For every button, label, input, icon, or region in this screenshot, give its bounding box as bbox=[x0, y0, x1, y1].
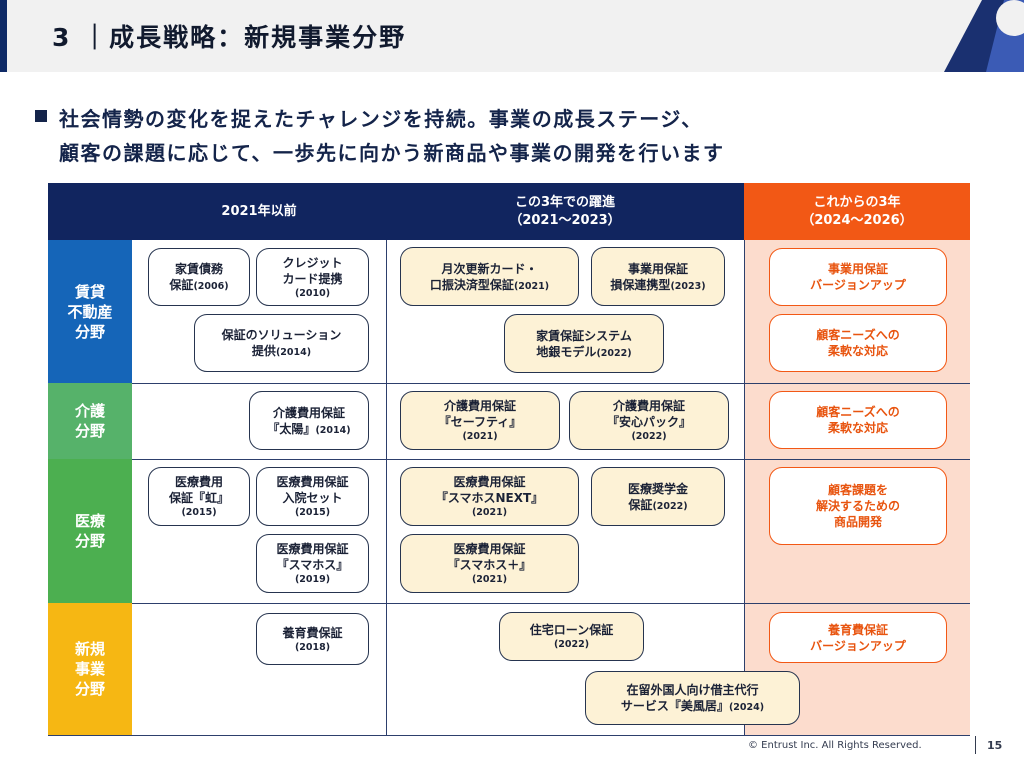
column-header-recent: この3年での躍進 （2021～2023） bbox=[386, 183, 744, 240]
header-corner-cell bbox=[48, 183, 132, 240]
product-text: 医療費用保証 入院セット bbox=[276, 475, 349, 505]
column-header-future: これからの3年 （2024～2026） bbox=[744, 183, 970, 240]
product-box-housing-loan: 住宅ローン保証 (2022) bbox=[499, 612, 644, 661]
product-year: (2022) bbox=[596, 347, 632, 359]
column-divider bbox=[744, 240, 745, 735]
product-text: 住宅ローン保証 bbox=[529, 623, 614, 637]
product-year: (2024) bbox=[728, 702, 765, 713]
footer-copyright: © Entrust Inc. All Rights Reserved. bbox=[748, 740, 922, 751]
column-header-past-label: 2021年以前 bbox=[221, 203, 297, 219]
product-year: (2019) bbox=[294, 574, 331, 585]
future-box-business-upgrade: 事業用保証 バージョンアップ bbox=[769, 248, 947, 306]
product-text: 養育費保証 bbox=[282, 625, 343, 640]
product-year: (2021) bbox=[513, 280, 550, 292]
product-text: 家賃保証システム 地銀モデル bbox=[536, 328, 632, 359]
product-year: (2015) bbox=[294, 507, 331, 518]
product-year: (2022) bbox=[652, 500, 688, 512]
column-header-future-label: これからの3年 （2024～2026） bbox=[801, 194, 913, 228]
product-box-monthly-card: 月次更新カード・ 口振決済型保証(2021) bbox=[400, 247, 579, 306]
product-year: (2021) bbox=[462, 431, 498, 442]
product-year: (2010) bbox=[294, 287, 331, 299]
row-label-rental-text: 賃貸 不動産 分野 bbox=[67, 282, 113, 341]
product-text: 介護費用保証 『セーフティ』 bbox=[438, 399, 522, 429]
bullet-square bbox=[35, 110, 47, 122]
future-box-med-dev: 顧客課題を 解決するための 商品開発 bbox=[769, 467, 947, 545]
row-label-new: 新規 事業 分野 bbox=[48, 603, 132, 735]
product-text: 月次更新カード・ 口振決済型保証 bbox=[429, 261, 538, 292]
header-accent-bar bbox=[0, 0, 7, 72]
product-box-med-next: 医療費用保証 『スマホスNEXT』 (2021) bbox=[400, 467, 579, 526]
footer-separator bbox=[975, 736, 976, 754]
slide-header: 3 ｜成長戦略：新規事業分野 bbox=[0, 0, 1024, 72]
future-text: 顧客ニーズへの 柔軟な対応 bbox=[816, 328, 900, 358]
future-text: 事業用保証 バージョンアップ bbox=[810, 262, 906, 292]
product-box-care-anshin: 介護費用保証 『安心パック』 (2022) bbox=[569, 391, 729, 450]
product-year: (2021) bbox=[471, 574, 508, 585]
product-text: 医療費用保証 『スマホスNEXT』 bbox=[435, 475, 544, 505]
product-box-med-sumahos: 医療費用保証 『スマホス』 (2019) bbox=[256, 534, 369, 593]
product-box-solution: 保証のソリューション 提供(2014) bbox=[194, 314, 369, 372]
future-text: 養育費保証 バージョンアップ bbox=[810, 622, 906, 653]
product-box-rent-system: 家賃保証システム 地銀モデル(2022) bbox=[504, 314, 664, 373]
product-text: 医療奨学金 保証 bbox=[627, 481, 688, 512]
product-box-med-admission: 医療費用保証 入院セット (2015) bbox=[256, 467, 369, 526]
row-divider bbox=[132, 383, 970, 384]
product-box-childcare: 養育費保証 (2018) bbox=[256, 613, 369, 665]
lead-text-line-1: 社会情勢の変化を捉えたチャレンジを持続。事業の成長ステージ、 bbox=[59, 107, 703, 131]
product-year: (2023) bbox=[670, 280, 706, 292]
product-year: (2018) bbox=[294, 641, 331, 653]
column-header-recent-label: この3年での躍進 （2021～2023） bbox=[509, 194, 621, 228]
column-divider bbox=[386, 240, 387, 735]
product-year: (2006) bbox=[193, 281, 229, 292]
row-divider bbox=[132, 459, 970, 460]
product-box-foreign-resident: 在留外国人向け借主代行 サービス『美風居』(2024) bbox=[585, 671, 800, 725]
table-bottom-border bbox=[48, 735, 970, 736]
product-text: 保証のソリューション 提供 bbox=[221, 328, 342, 358]
corner-decoration-graphic bbox=[944, 0, 1024, 72]
slide-title: 3 ｜成長戦略：新規事業分野 bbox=[52, 23, 407, 52]
row-label-medical-text: 医療 分野 bbox=[74, 512, 105, 550]
product-year: (2022) bbox=[631, 431, 667, 442]
row-label-new-text: 新規 事業 分野 bbox=[74, 640, 105, 698]
row-label-rental: 賃貸 不動産 分野 bbox=[48, 240, 132, 383]
product-text: 医療費用保証 『スマホス＋』 bbox=[447, 542, 532, 572]
product-box-care-safety: 介護費用保証 『セーフティ』 (2021) bbox=[400, 391, 560, 450]
lead-text-line-2: 顧客の課題に応じて、一歩先に向かう新商品や事業の開発を行います bbox=[59, 141, 725, 165]
row-label-medical: 医療 分野 bbox=[48, 459, 132, 603]
product-text: 医療費用 保証『虹』 bbox=[168, 475, 229, 505]
product-year: (2014) bbox=[315, 424, 351, 436]
future-text: 顧客ニーズへの 柔軟な対応 bbox=[816, 405, 900, 435]
product-box-med-plus: 医療費用保証 『スマホス＋』 (2021) bbox=[400, 534, 579, 593]
future-box-rental-flex: 顧客ニーズへの 柔軟な対応 bbox=[769, 314, 947, 372]
product-box-credit-card: クレジット カード提携 (2010) bbox=[256, 248, 369, 306]
product-text: 医療費用保証 『スマホス』 bbox=[276, 542, 349, 572]
product-box-med-niji: 医療費用 保証『虹』 (2015) bbox=[148, 467, 250, 526]
future-box-care-flex: 顧客ニーズへの 柔軟な対応 bbox=[769, 391, 947, 449]
column-header-past: 2021年以前 bbox=[132, 183, 386, 240]
row-label-care: 介護 分野 bbox=[48, 383, 132, 459]
product-box-care-taiyo: 介護費用保証 『太陽』(2014) bbox=[249, 391, 369, 450]
product-year: (2021) bbox=[471, 507, 508, 518]
product-text: 家賃債務 保証 bbox=[169, 262, 223, 292]
future-text: 顧客課題を 解決するための 商品開発 bbox=[815, 483, 900, 529]
product-text: 事業用保証 損保連携型 bbox=[610, 261, 688, 292]
product-text: 在留外国人向け借主代行 サービス『美風居』 bbox=[620, 683, 759, 713]
product-box-med-scholarship: 医療奨学金 保証(2022) bbox=[591, 467, 725, 526]
product-year: (2014) bbox=[275, 347, 312, 358]
product-text: クレジット カード提携 bbox=[282, 255, 343, 286]
product-year: (2022) bbox=[553, 639, 590, 650]
product-year: (2015) bbox=[181, 507, 217, 518]
product-text: 介護費用保証 『安心パック』 bbox=[606, 399, 691, 429]
row-divider bbox=[132, 603, 970, 604]
product-box-rent-guarantee: 家賃債務 保証(2006) bbox=[148, 248, 250, 306]
page-number: 15 bbox=[987, 739, 1003, 752]
product-text: 介護費用保証 『太陽』 bbox=[267, 405, 345, 436]
future-box-childcare-upgrade: 養育費保証 バージョンアップ bbox=[769, 612, 947, 663]
row-label-care-text: 介護 分野 bbox=[74, 402, 105, 440]
product-box-business-guarantee: 事業用保証 損保連携型(2023) bbox=[591, 247, 725, 306]
